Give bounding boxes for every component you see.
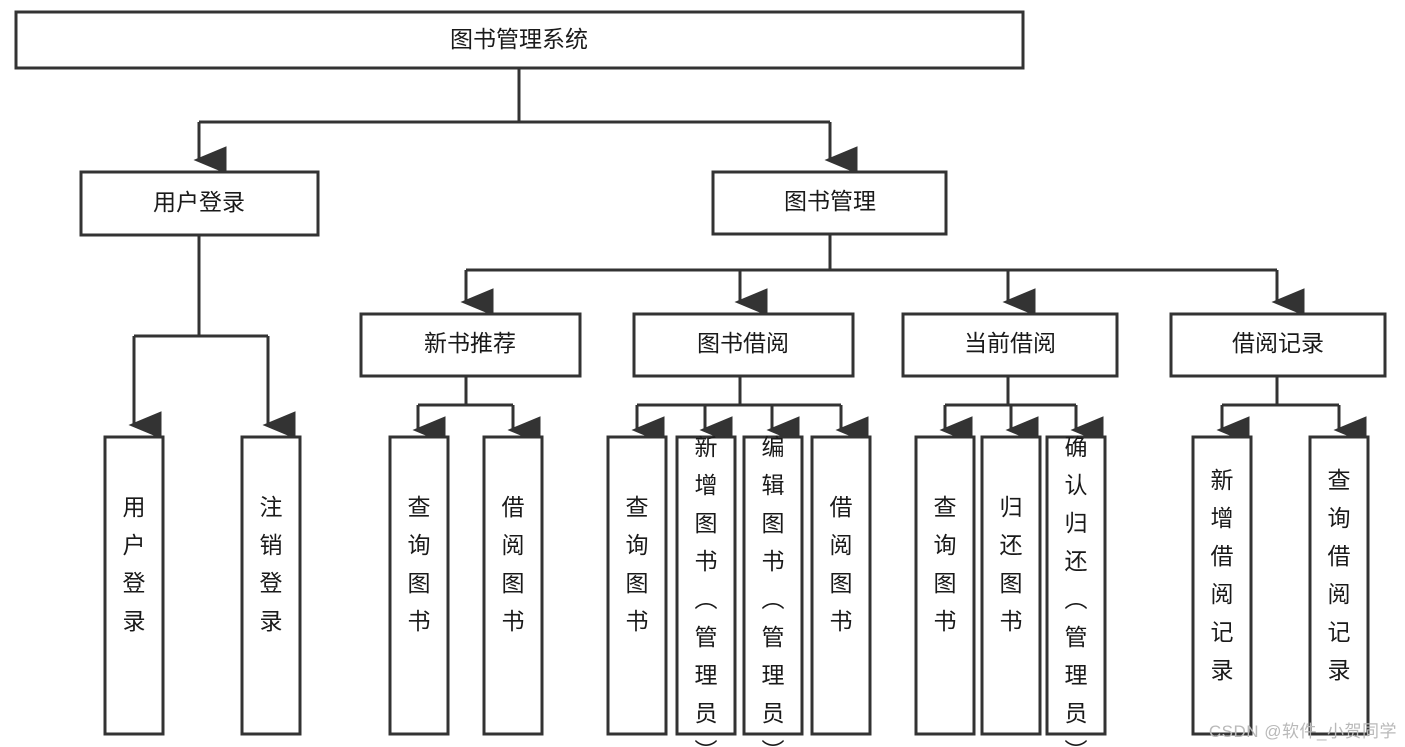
node-label: 当前借阅 [964,330,1056,356]
node-label: 图书管理 [784,188,876,214]
leaf-new-book-query-book[interactable]: 查询图书 [388,435,450,736]
leaf-book-borrow-borrow-book[interactable]: 借阅图书 [810,435,872,736]
node-label: 确认归还︵管理员︶ [1065,434,1088,747]
node-label: 借阅图书 [502,494,525,634]
node-box [388,435,450,736]
node-box [742,435,804,736]
node-box [1308,435,1370,736]
node-label: 新书推荐 [424,330,516,356]
node-label: 编辑图书︵管理员︶ [762,434,785,747]
node-box [359,312,582,378]
node-box [632,312,855,378]
node-user-login[interactable]: 用户登录 [79,170,320,237]
leaf-book-borrow-add-book-admin[interactable]: 新增图书︵管理员︶ [675,434,737,747]
node-box [810,435,872,736]
node-label: 查询图书 [934,494,957,634]
node-box [14,10,1025,70]
node-borrow-records[interactable]: 借阅记录 [1169,312,1387,378]
node-box [675,435,737,736]
node-label: 新增图书︵管理员︶ [695,434,718,747]
leaf-current-borrow-return-book[interactable]: 归还图书 [980,435,1042,736]
leaf-book-borrow-edit-book-admin[interactable]: 编辑图书︵管理员︶ [742,434,804,747]
node-box [901,312,1119,378]
node-box [1191,435,1253,736]
leaf-user-login-logout[interactable]: 注销登录 [240,435,302,736]
node-label: 图书借阅 [697,330,789,356]
node-box [240,435,302,736]
node-box [79,170,320,237]
leaf-book-borrow-query-book[interactable]: 查询图书 [606,435,668,736]
node-label: 归还图书 [1000,494,1023,634]
node-box [1169,312,1387,378]
node-box [711,170,948,236]
node-book-borrow[interactable]: 图书借阅 [632,312,855,378]
leaf-user-login-login[interactable]: 用户登录 [103,435,165,736]
node-label: 借阅图书 [830,494,853,634]
leaf-current-borrow-confirm-return-admin[interactable]: 确认归还︵管理员︶ [1045,434,1107,747]
node-label: 新增借阅记录 [1211,467,1234,683]
node-box [103,435,165,736]
node-box [914,435,976,736]
node-box [980,435,1042,736]
node-book-management[interactable]: 图书管理 [711,170,948,236]
connectors [128,68,1367,444]
node-current-borrow[interactable]: 当前借阅 [901,312,1119,378]
node-label: 用户登录 [123,494,146,634]
node-label: 查询借阅记录 [1328,467,1351,683]
leaf-borrow-records-add-record[interactable]: 新增借阅记录 [1191,435,1253,736]
node-root-book-management-system[interactable]: 图书管理系统 [14,10,1025,70]
node-label: 查询图书 [626,494,649,634]
node-label: 注销登录 [260,494,283,634]
node-box [482,435,544,736]
node-label: 借阅记录 [1232,330,1324,356]
node-label: 图书管理系统 [450,26,588,52]
leaf-new-book-borrow-book[interactable]: 借阅图书 [482,435,544,736]
leaf-borrow-records-query-record[interactable]: 查询借阅记录 [1308,435,1370,736]
node-label: 用户登录 [153,189,245,215]
leaf-current-borrow-query-book[interactable]: 查询图书 [914,435,976,736]
node-box [606,435,668,736]
node-new-book-recommend[interactable]: 新书推荐 [359,312,582,378]
node-box [1045,435,1107,736]
node-label: 查询图书 [408,494,431,634]
